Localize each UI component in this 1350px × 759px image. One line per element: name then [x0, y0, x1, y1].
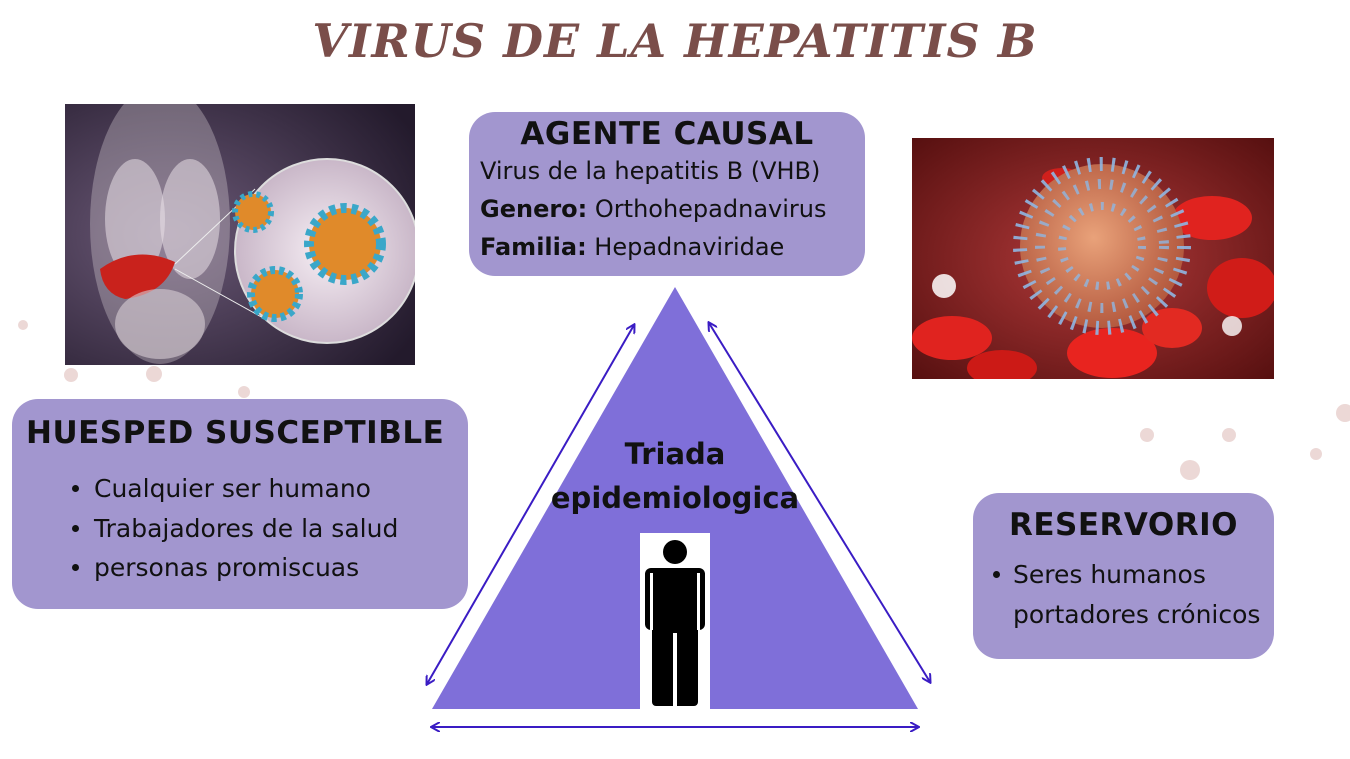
triad-label: Triada epidemiologica	[545, 432, 805, 520]
list-item: portadores crónicos	[1013, 599, 1261, 629]
list-item: Cualquier ser humano	[72, 469, 468, 509]
liver-virus-illustration	[65, 104, 415, 365]
familia-label: Familia:	[480, 233, 587, 261]
familia-value: Hepadnaviridae	[586, 233, 785, 261]
decor-dot	[1310, 448, 1322, 460]
genero-value: Orthohepadnavirus	[587, 195, 827, 223]
arrow-left	[427, 325, 634, 684]
agente-causal-box: AGENTE CAUSAL Virus de la hepatitis B (V…	[469, 112, 865, 276]
decor-dot	[146, 366, 162, 382]
huesped-susceptible-box: HUESPED SUSCEPTIBLE Cualquier ser humano…	[12, 399, 468, 609]
agente-familia-line: Familia: Hepadnaviridae	[480, 228, 865, 266]
triad-label-line2: epidemiologica	[550, 481, 800, 515]
agente-genero-line: Genero: Orthohepadnavirus	[480, 190, 865, 228]
decor-dot	[238, 386, 250, 398]
hepatitis-b-virus-blood-illustration	[912, 138, 1274, 379]
person-icon	[640, 533, 710, 709]
reservorio-box: RESERVORIO Seres humanos portadores crón…	[973, 493, 1274, 659]
page-title: VIRUS DE LA HEPATITIS B	[312, 14, 1038, 68]
decor-dot	[1140, 428, 1154, 442]
arrow-right	[709, 323, 930, 682]
decor-dot	[64, 368, 78, 382]
decor-dot	[18, 320, 28, 330]
decor-dot	[1336, 404, 1350, 422]
agente-causal-heading: AGENTE CAUSAL	[520, 116, 814, 152]
genero-label: Genero:	[480, 195, 588, 223]
list-item: Trabajadores de la salud	[72, 509, 468, 549]
person-silhouette	[645, 540, 705, 706]
liver-virus-svg	[65, 104, 415, 365]
reservorio-heading: RESERVORIO	[1009, 507, 1238, 543]
agente-virus-line: Virus de la hepatitis B (VHB)	[480, 157, 821, 185]
list-item: Seres humanos	[993, 555, 1274, 595]
huesped-heading: HUESPED SUSCEPTIBLE	[26, 415, 445, 451]
list-item: personas promiscuas	[72, 548, 468, 588]
decor-dot	[1222, 428, 1236, 442]
huesped-list: Cualquier ser humano Trabajadores de la …	[26, 469, 468, 588]
triad-label-line1: Triada	[624, 437, 726, 471]
blood-virus-svg	[912, 138, 1274, 379]
decor-dot	[1180, 460, 1200, 480]
reservorio-list: Seres humanos portadores crónicos	[987, 555, 1274, 634]
